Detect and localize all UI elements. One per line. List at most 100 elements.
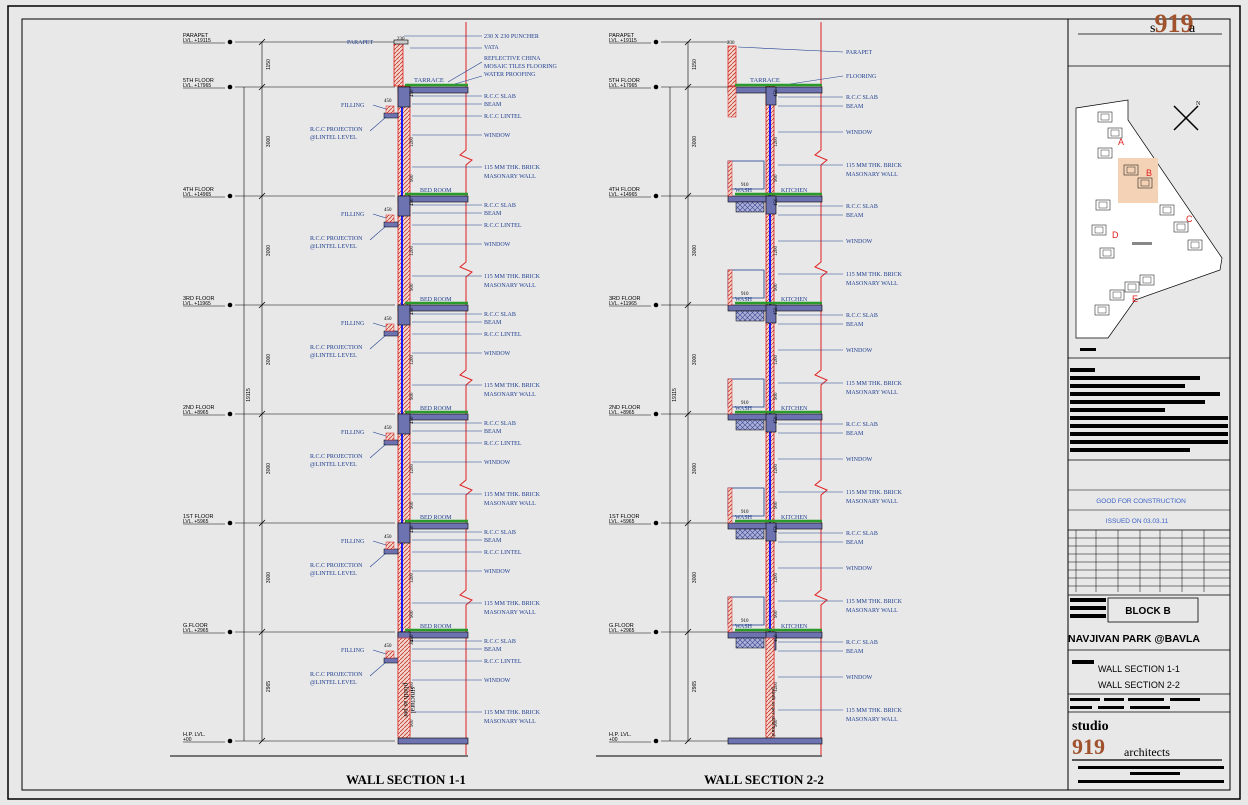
- filling-label: FILLING: [341, 430, 365, 436]
- dim-window: 1200: [410, 137, 415, 148]
- dim-filling: 450: [384, 535, 392, 540]
- level-name: 5TH FLOOR: [183, 78, 214, 84]
- wash-label: WASH: [735, 624, 753, 630]
- dimension-tick: [684, 83, 692, 91]
- redacted-text: [1070, 698, 1100, 701]
- annotation-label: BEAM: [846, 649, 864, 655]
- sink-hatch: [735, 310, 765, 322]
- north-arrow-icon: [1173, 105, 1199, 131]
- counter-wall: [727, 596, 733, 633]
- redacted-text: [1070, 432, 1228, 436]
- level-marker-icon: [227, 302, 233, 308]
- level-name: 2ND FLOOR: [183, 405, 215, 411]
- keyplan-building: [1139, 274, 1155, 286]
- plinth-note: structural: [409, 687, 417, 713]
- redacted-text: [1070, 368, 1095, 372]
- dim-beam: 450: [774, 416, 779, 424]
- annotation-label: WINDOW: [846, 239, 873, 245]
- annotation-label: R.C.C SLAB: [484, 639, 516, 645]
- beam: [397, 522, 411, 544]
- level-name: 5TH FLOOR: [609, 78, 640, 84]
- logo-letter: a: [1189, 21, 1196, 36]
- leader: [369, 116, 387, 132]
- top-note: VATA: [484, 45, 499, 51]
- dim-sill: 900: [774, 283, 779, 291]
- keyplan-building: [1094, 304, 1110, 316]
- dimension-value: 3000: [692, 572, 698, 583]
- annotation-label: BEAM: [846, 104, 864, 110]
- level-marker-icon: [227, 193, 233, 199]
- level-marker-icon: [227, 39, 233, 45]
- level-marker-icon: [653, 39, 659, 45]
- beam: [765, 195, 777, 215]
- dim-filling: 450: [384, 317, 392, 322]
- leader: [789, 75, 844, 85]
- annotation-label: R.C.C SLAB: [484, 421, 516, 427]
- keyplan-building-inner: [1098, 201, 1108, 209]
- kitchen-label: KITCHEN: [781, 624, 808, 630]
- level-marker-icon: [653, 629, 659, 635]
- annotation-label: BEAM: [846, 322, 864, 328]
- keyplan-building-inner: [1100, 149, 1110, 157]
- dimension-tick: [258, 737, 266, 745]
- annotation-label: BEAM: [846, 431, 864, 437]
- annotation-label: R.C.C SLAB: [846, 95, 878, 101]
- redacted-text: [1128, 698, 1164, 701]
- annotation-label: R.C.C SLAB: [846, 422, 878, 428]
- plinth-note: plinth as per: [402, 683, 410, 718]
- wall-label: MASONARY WALL: [484, 610, 536, 616]
- redacted-text: [1130, 706, 1170, 709]
- plinth-beam: [397, 737, 469, 745]
- dim-beam: 450: [410, 198, 415, 206]
- dimension-tick: [684, 410, 692, 418]
- dim-sill: 900: [410, 719, 415, 727]
- keyplan-letter: C: [1186, 214, 1193, 224]
- dimension-tick: [684, 628, 692, 636]
- dim-beam: 450: [410, 525, 415, 533]
- dimension-tick: [258, 410, 266, 418]
- annotation-label: WINDOW: [846, 675, 873, 681]
- keyplan-building: [1097, 111, 1113, 123]
- annotation-label: WINDOW: [846, 348, 873, 354]
- terrace-label: TARRACE: [750, 77, 780, 84]
- parapet-wall: [393, 43, 404, 87]
- drawing-frame: [21, 18, 1069, 791]
- annotation-label: 115 MM THK. BRICK: [484, 274, 541, 280]
- level-marker-icon: [653, 193, 659, 199]
- annotation-label: WINDOW: [484, 242, 511, 248]
- keyplan-building: [1107, 127, 1123, 139]
- filling-block: [385, 214, 395, 223]
- sink-hatch: [735, 528, 765, 540]
- annotation-label: 115 MM THK. BRICK: [846, 708, 903, 714]
- annotation-label: BEAM: [484, 429, 502, 435]
- flooring-label: FLOORING: [846, 74, 877, 80]
- wash-label: WASH: [735, 515, 753, 521]
- dim-sill: 900: [410, 501, 415, 509]
- dim-filling: 450: [384, 99, 392, 104]
- leader: [372, 213, 387, 219]
- level-name: G.FLOOR: [609, 623, 634, 629]
- projection-label: @LINTEL LEVEL: [310, 571, 357, 577]
- filling-label: FILLING: [341, 103, 365, 109]
- leader: [447, 61, 483, 83]
- keyplan-building: [1123, 164, 1139, 176]
- level-value: LVL. +11965: [183, 301, 211, 307]
- logo-letter: s: [1150, 21, 1155, 36]
- project-name: NAVJIVAN PARK @BAVLA: [1068, 633, 1200, 645]
- dim-beam: 450: [410, 416, 415, 424]
- dimension-value: 1150: [266, 59, 272, 70]
- annotation-label: R.C.C SLAB: [484, 312, 516, 318]
- annotation-label: BEAM: [846, 540, 864, 546]
- keyplan-building: [1097, 147, 1113, 159]
- beam: [765, 86, 777, 106]
- keyplan-building-inner: [1112, 291, 1122, 299]
- keyplan-letter: A: [1118, 137, 1124, 147]
- annotation-label: WINDOW: [484, 133, 511, 139]
- keyplan-building-inner: [1102, 249, 1112, 257]
- wall-label: MASONARY WALL: [484, 174, 536, 180]
- dim-window: 1200: [410, 246, 415, 257]
- dim-filling: 450: [384, 644, 392, 649]
- level-name: H.P. LVL.: [609, 732, 632, 738]
